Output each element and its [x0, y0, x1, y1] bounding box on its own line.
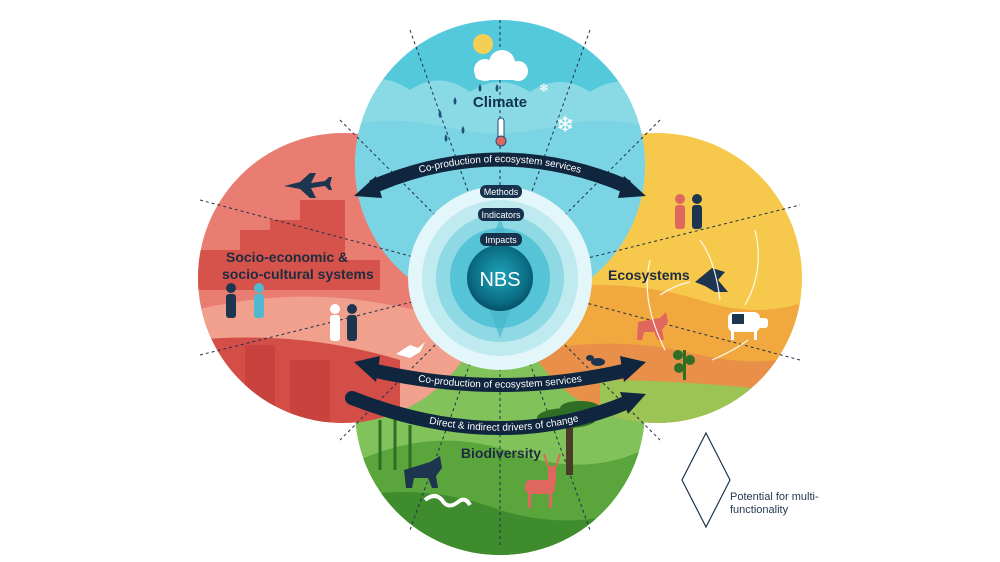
plant-icon [673, 350, 695, 380]
cow-icon [728, 312, 768, 340]
sun-icon [473, 34, 493, 54]
legend [681, 431, 731, 529]
climate-icons: ❄ ❄ Climate [438, 34, 574, 147]
legend-diamond-icon [681, 431, 731, 529]
wolf-icon [404, 456, 442, 488]
methods-label: Methods [484, 187, 519, 197]
cloud-icon [474, 50, 528, 81]
people-icon [675, 194, 702, 229]
arrow-bottom: Co-production of ecosystem services [354, 356, 646, 392]
wolf-icon [637, 312, 668, 340]
climate-label: Climate [473, 94, 527, 111]
socio-label-line1: Socio-economic & [226, 249, 348, 265]
impacts-label: Impacts [485, 235, 517, 245]
ecosystem-cycle-arrows [646, 229, 759, 361]
legend-label: Potential for multi-functionality [730, 491, 819, 516]
deer-icon [525, 453, 561, 508]
snake-icon [423, 494, 472, 508]
biodiversity-label: Biodiversity [461, 445, 541, 461]
ecosystems-label: Ecosystems [608, 267, 690, 283]
snowflake-icon: ❄ [539, 81, 549, 95]
wasp-icon [586, 355, 605, 366]
indicators-label: Indicators [481, 210, 521, 220]
center-rings: NBS [408, 186, 592, 370]
eagle-icon [695, 268, 728, 292]
thermometer-icon [495, 117, 507, 147]
dove-icon [396, 342, 425, 358]
raindrop-icon [438, 84, 499, 142]
socio-icons: Socio-economic & socio-cultural systems [222, 173, 374, 341]
ring-tags: Methods Indicators Impacts [478, 185, 524, 246]
snowflake-icon: ❄ [556, 112, 574, 137]
ecosystem-icons: Ecosystems [608, 194, 768, 380]
socio-label-line2: socio-cultural systems [222, 266, 374, 282]
airplane-icon [284, 173, 332, 198]
nbs-label: NBS [479, 269, 520, 291]
people-icon [226, 283, 357, 341]
